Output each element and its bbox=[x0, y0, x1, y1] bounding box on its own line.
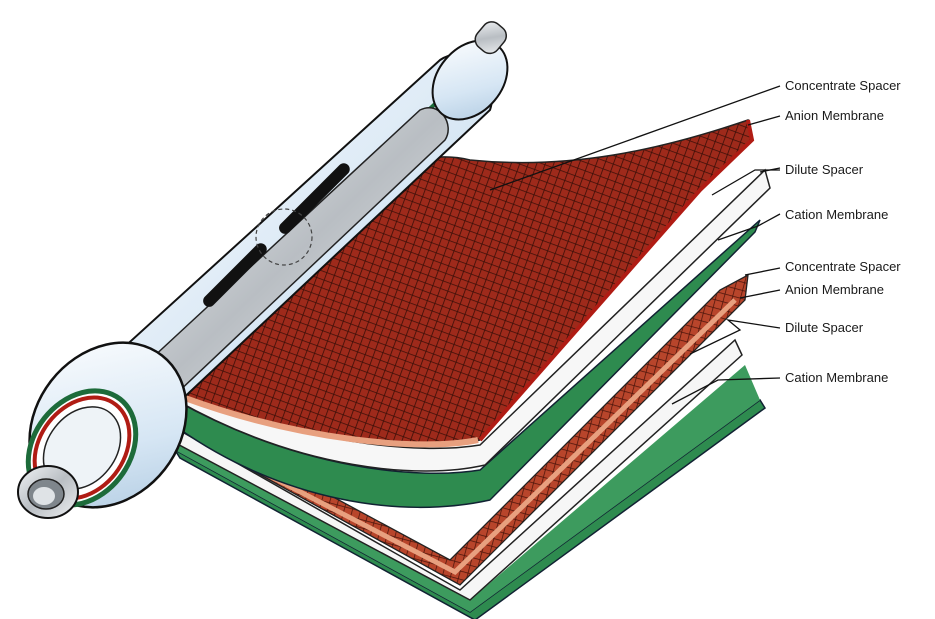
label-dilute-spacer-2: Dilute Spacer bbox=[785, 320, 864, 335]
label-cation-membrane-1: Cation Membrane bbox=[785, 207, 888, 222]
label-cation-membrane-2: Cation Membrane bbox=[785, 370, 888, 385]
label-anion-membrane-2: Anion Membrane bbox=[785, 282, 884, 297]
label-anion-membrane-1: Anion Membrane bbox=[785, 108, 884, 123]
label-concentrate-spacer-1: Concentrate Spacer bbox=[785, 78, 901, 93]
label-dilute-spacer-1: Dilute Spacer bbox=[785, 162, 864, 177]
label-concentrate-spacer-2: Concentrate Spacer bbox=[785, 259, 901, 274]
